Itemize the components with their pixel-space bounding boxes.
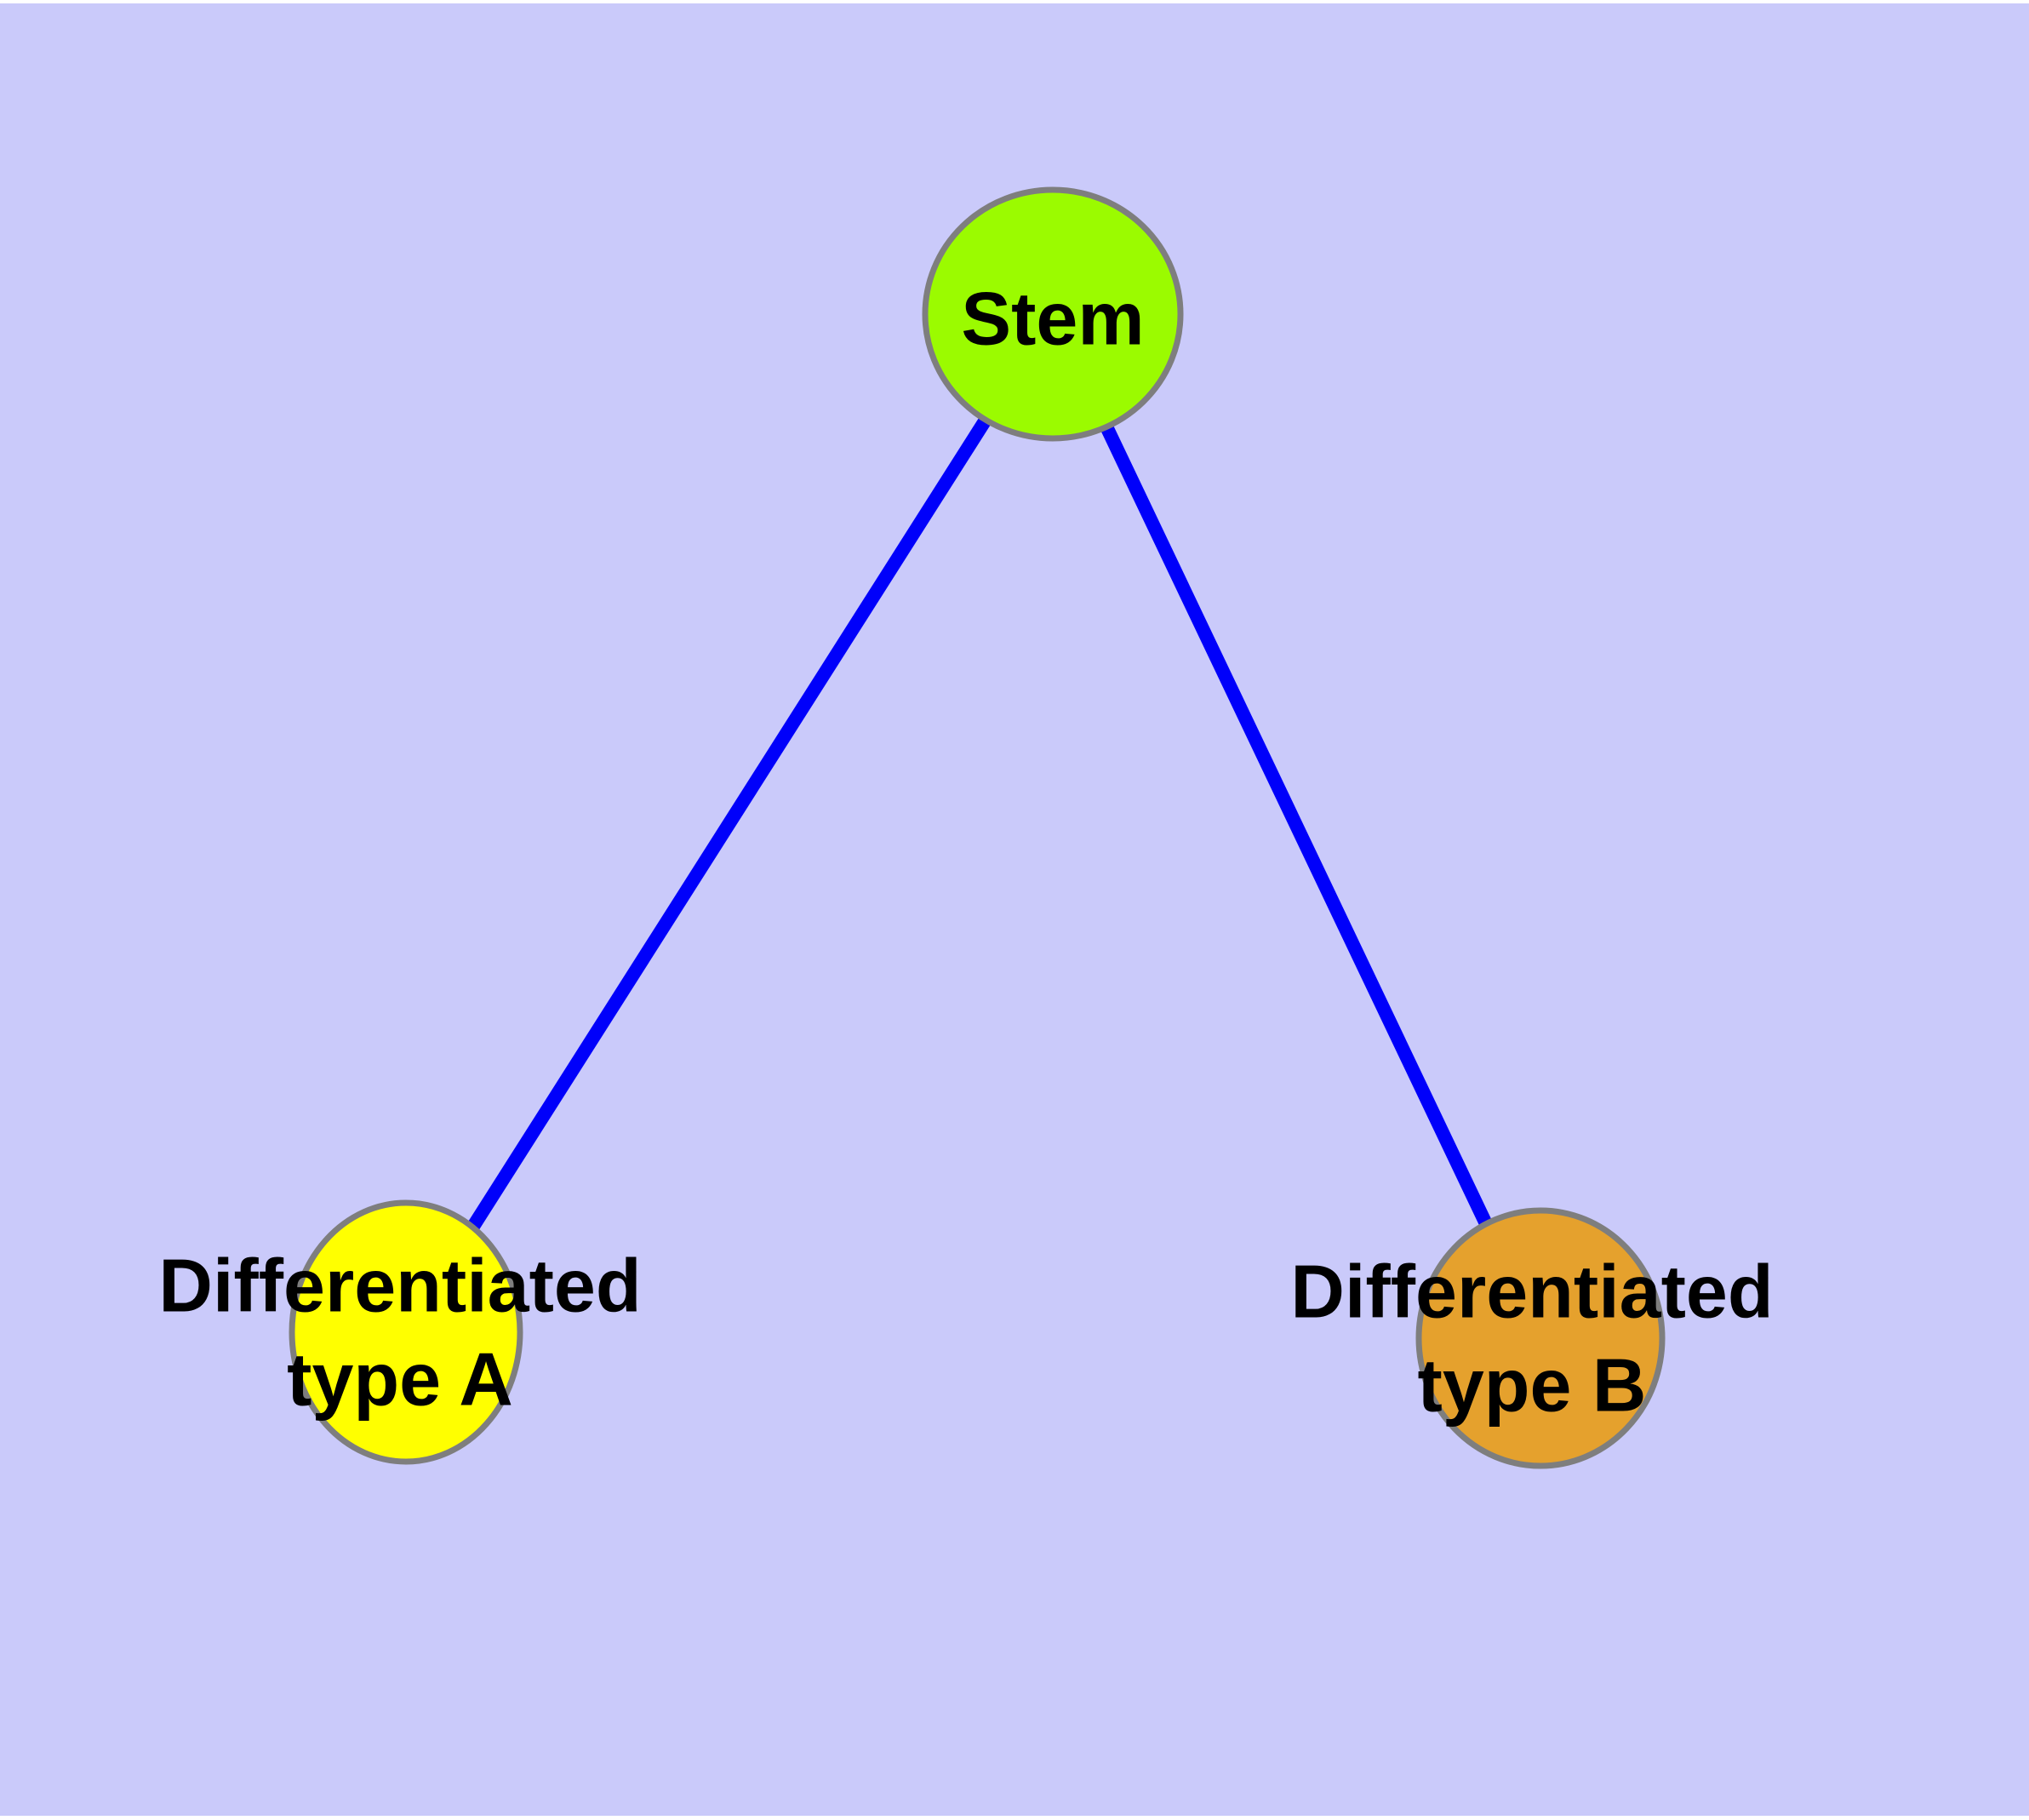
edge-stem-to-type-a — [400, 310, 1059, 1336]
node-type-b-circle — [1415, 1207, 1666, 1469]
node-type-b-label-line2: type B — [1418, 1343, 1647, 1428]
edge-stem-to-type-b — [1046, 311, 1547, 1342]
node-stem-circle — [922, 186, 1184, 442]
node-type-a-label-line2: type A — [287, 1337, 513, 1422]
node-type-a-label-line1: Differentiated — [158, 1244, 641, 1328]
node-differentiated-type-a: Differentiated type A — [158, 1199, 642, 1465]
node-type-b-label-line1: Differentiated — [1290, 1250, 1773, 1334]
node-differentiated-type-b: Differentiated type B — [1290, 1207, 1774, 1469]
node-stem-label: Stem — [961, 277, 1144, 361]
node-stem: Stem — [922, 186, 1184, 442]
node-type-a-circle — [289, 1199, 523, 1465]
edges — [400, 310, 1547, 1342]
